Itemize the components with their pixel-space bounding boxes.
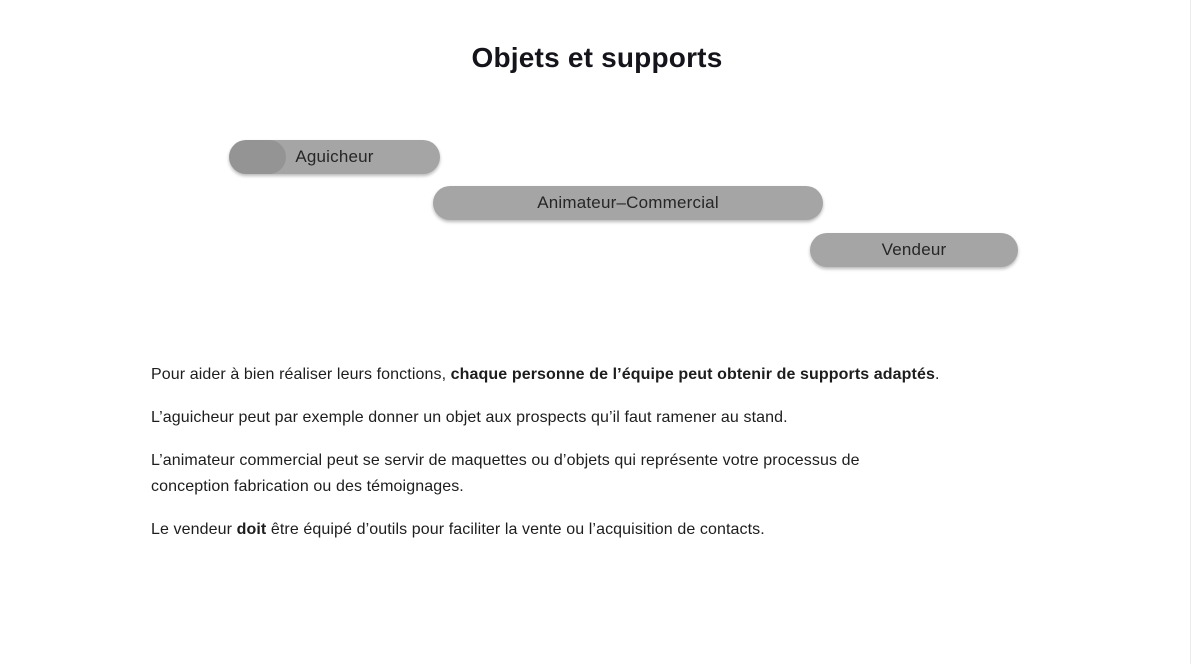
- role-pill-vendeur: Vendeur: [810, 233, 1018, 267]
- role-pill-animateur-commercial: Animateur–Commercial: [433, 186, 823, 220]
- paragraph-run: conception fabrication ou des témoignage…: [151, 478, 464, 495]
- paragraph-run: L’aguicheur peut par exemple donner un o…: [151, 409, 788, 426]
- paragraph: L’animateur commercial peut se servir de…: [151, 448, 1151, 500]
- paragraph-bold-run: doit: [236, 521, 267, 538]
- paragraph-run: Pour aider à bien réaliser leurs fonctio…: [151, 366, 451, 383]
- slide-title: Objets et supports: [471, 42, 723, 73]
- paragraph: L’aguicheur peut par exemple donner un o…: [151, 405, 1151, 431]
- role-pill-aguicheur: Aguicheur: [229, 140, 440, 174]
- role-pill-vendeur-label: Vendeur: [881, 240, 947, 259]
- body-text: Pour aider à bien réaliser leurs fonctio…: [151, 362, 1151, 560]
- window-edge-line: [1190, 0, 1191, 664]
- role-pill-animateur-commercial-label: Animateur–Commercial: [537, 193, 719, 212]
- paragraph: Le vendeur doit être équipé d’outils pou…: [151, 517, 1151, 543]
- paragraph-run: L’animateur commercial peut se servir de…: [151, 452, 860, 469]
- paragraph-run: Le vendeur: [151, 521, 237, 538]
- paragraph: Pour aider à bien réaliser leurs fonctio…: [151, 362, 1151, 388]
- role-pill-aguicheur-label: Aguicheur: [295, 147, 374, 166]
- paragraph-run: .: [934, 366, 940, 383]
- paragraph-bold-run: chaque personne de l’équipe peut obtenir…: [450, 366, 935, 383]
- paragraph-run: être équipé d’outils pour faciliter la v…: [266, 521, 765, 538]
